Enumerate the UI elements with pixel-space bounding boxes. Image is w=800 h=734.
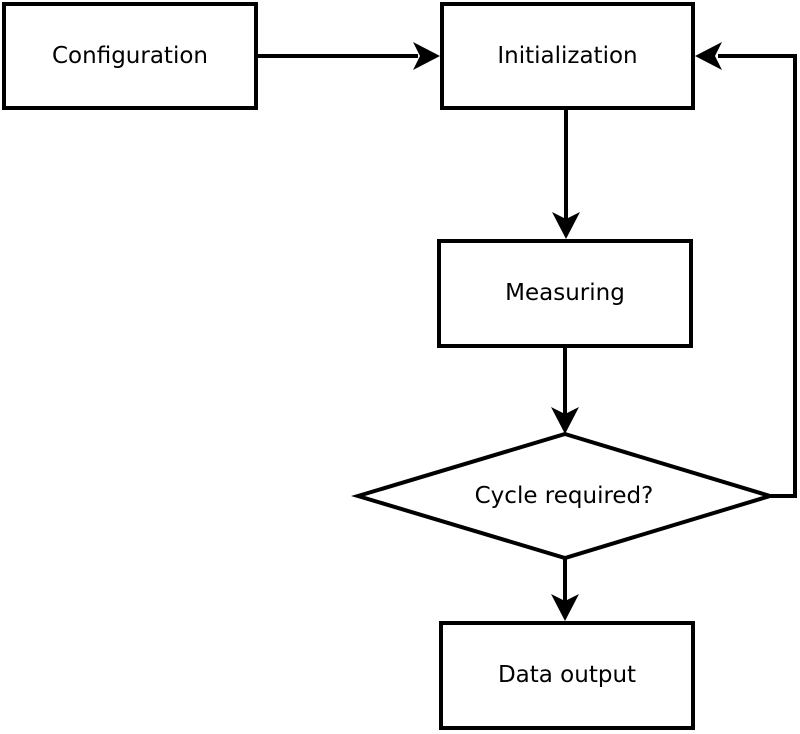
- decision-diamond: [351, 431, 777, 561]
- node-initialization-label: Initialization: [497, 42, 638, 69]
- node-initialization: Initialization: [440, 2, 695, 110]
- node-data-output-label: Data output: [497, 662, 637, 688]
- arrowhead-decision-to-initialization: [695, 42, 722, 70]
- node-decision-label-container: Cycle required?: [358, 434, 770, 558]
- node-measuring: Measuring: [437, 239, 693, 348]
- arrowhead-decision-to-data-output: [551, 594, 579, 621]
- node-configuration: Configuration: [2, 2, 258, 110]
- node-decision-label: Cycle required?: [474, 482, 654, 509]
- node-data-output: Data output: [439, 621, 695, 730]
- arrowhead-measuring-to-decision: [551, 407, 579, 434]
- edge-decision-to-initialization-loop-line: [718, 54, 797, 498]
- arrowhead-initialization-to-measuring: [552, 212, 580, 239]
- arrowhead-configuration-to-initialization: [413, 42, 440, 70]
- node-configuration-label: Configuration: [52, 42, 208, 69]
- node-measuring-label: Measuring: [505, 280, 625, 306]
